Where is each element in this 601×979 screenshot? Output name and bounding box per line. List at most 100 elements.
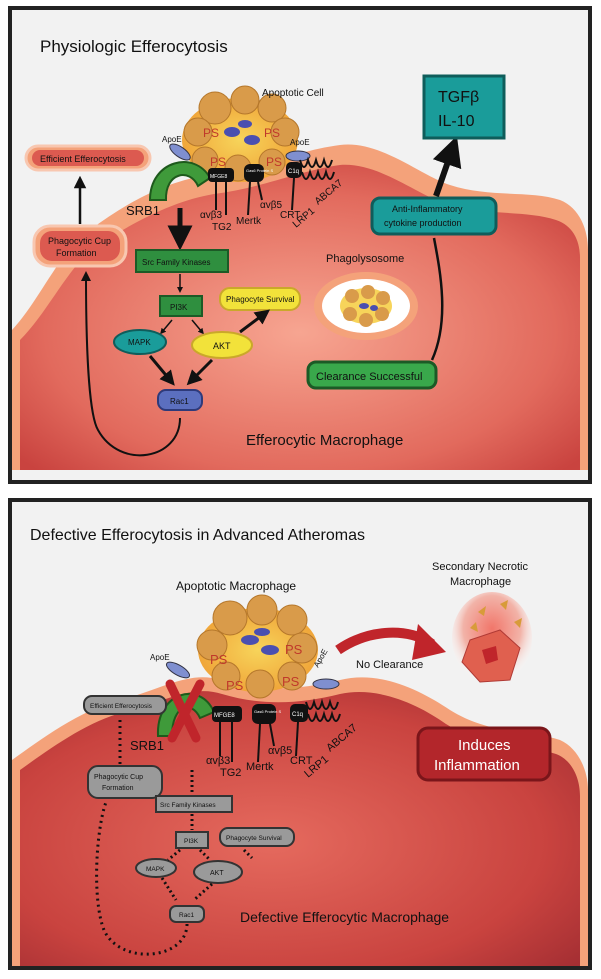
src-kinases-box [135, 249, 229, 273]
mapk-2-node [135, 858, 177, 878]
avb5-2-label: αvβ5 [268, 745, 292, 757]
tgfb-il10-box [422, 74, 506, 140]
ps2-label-3: PS [226, 678, 244, 693]
apoe2-left-shape [165, 661, 191, 679]
mfge8-2-label: MFGE8 [214, 713, 235, 719]
arrow-mapk-rac1 [148, 355, 175, 386]
clearance-successful-box [306, 360, 438, 390]
macrophage-label-1: Efferocytic Macrophage [246, 432, 403, 449]
panel1-title: Physiologic Efferocytosis [40, 37, 228, 56]
phagocyte-survival-2-box [219, 827, 295, 847]
efficient-efferocytosis-2-label: Efficient Efferocytosis [90, 703, 153, 710]
dotted-to-rac1 [160, 877, 213, 902]
avb3-2-label: αvβ3 [206, 755, 230, 767]
mertk-2-label: Mertk [246, 761, 274, 773]
il10-label: IL-10 [438, 113, 475, 130]
rac1-2-box [169, 905, 205, 923]
apoe-right-label: ApoE [290, 138, 310, 147]
tgfb-label: TGFβ [438, 89, 479, 106]
gas6-2-label: Gas6 Protein S [254, 709, 281, 714]
srb1-label: SRB1 [126, 203, 160, 218]
tg2-label: TG2 [212, 222, 232, 233]
pi3k-2-label: PI3K [184, 838, 199, 845]
efficient-efferocytosis-box [32, 150, 144, 166]
dotted-pi3k-branches [167, 848, 212, 862]
apoe-left-shape [169, 143, 191, 161]
phagocytic-cup-2-box [87, 765, 163, 799]
secondary-necrotic-line2: Macrophage [450, 576, 511, 588]
phagolysosome-label: Phagolysosome [326, 253, 404, 265]
srb1-2-label: SRB1 [130, 738, 164, 753]
mapk-label: MAPK [128, 338, 151, 347]
gas6-label: Gas6 Protein S [246, 168, 273, 173]
ps-label-4: PS [266, 155, 282, 169]
phagocytic-cup-2-line2: Formation [102, 785, 134, 792]
phagocytic-cup-line1: Phagocytic Cup [48, 236, 111, 246]
secondary-necrotic-line1: Secondary Necrotic [432, 561, 528, 573]
src-kinases-2-box [155, 795, 233, 813]
macrophage-label-2: Defective Efferocytic Macrophage [240, 909, 449, 925]
anti-inflammatory-line1: Anti-Inflammatory [392, 204, 463, 214]
receptor-group: MFGE8 Gas6 Protein S C1q [208, 156, 335, 216]
akt-label: AKT [213, 341, 231, 351]
arrow-akt-rac1 [186, 358, 214, 386]
mapk-node [113, 329, 167, 355]
tg2-2-label: TG2 [220, 767, 241, 779]
arrow-pi3k-mapk [160, 319, 173, 335]
rac1-box [157, 389, 203, 411]
c1q-2-label: C1q [292, 712, 303, 718]
necrotic-fragments [461, 600, 522, 683]
panel-physiologic: Physiologic Efferocytosis PS PS PS PS Ap… [8, 6, 592, 484]
ps-label-2: PS [264, 126, 280, 140]
panel-defective: Defective Efferocytosis in Advanced Athe… [8, 498, 592, 970]
receptor-group-2: MFGE8 Gas6 Protein S C1q [212, 698, 341, 763]
arrow-pi3k-akt [191, 319, 204, 335]
dotted-rac1-to-cup [95, 801, 189, 956]
akt-2-node [193, 860, 243, 884]
arrow-akt-survival [239, 309, 270, 334]
arrow-clearance-to-anti [430, 237, 444, 361]
akt-node [191, 331, 253, 359]
apoptotic-macrophage-label: Apoptotic Macrophage [176, 579, 296, 593]
arrow-rac1-to-cup [81, 271, 181, 457]
induces-line2: Inflammation [434, 757, 520, 774]
ps2-label-1: PS [210, 652, 228, 667]
ps-label-1: PS [203, 126, 219, 140]
rac1-2-label: Rac1 [179, 912, 195, 919]
apoe2-right-shape [312, 678, 340, 690]
mfge8-label: MFGE8 [210, 174, 227, 180]
avb5-label: αvβ5 [260, 200, 283, 211]
ps2-label-4: PS [282, 674, 300, 689]
panel2-title: Defective Efferocytosis in Advanced Athe… [30, 527, 365, 544]
apoptotic-macrophage-cell: PS PS PS PS [196, 594, 318, 699]
phagocytic-cup-2-line1: Phagocytic Cup [94, 774, 143, 781]
avb3-label: αvβ3 [200, 210, 223, 221]
no-clearance-arrow-head [412, 624, 446, 660]
akt-2-label: AKT [210, 870, 224, 877]
clearance-successful-label: Clearance Successful [316, 371, 422, 383]
mapk-2-label: MAPK [146, 866, 165, 873]
anti-inflammatory-line2: cytokine production [384, 218, 462, 228]
ps-label-3: PS [210, 155, 226, 169]
phagolysosome-content [340, 285, 392, 327]
dotted-survival [242, 848, 254, 860]
pi3k-2-box [175, 831, 209, 849]
apoe-left-label: ApoE [162, 135, 182, 144]
apoptotic-cell-label: Apoptotic Cell [262, 88, 324, 99]
apoe2-left-label: ApoE [150, 653, 170, 662]
pi3k-label: PI3K [170, 303, 188, 312]
apoptotic-cell: PS PS PS PS [182, 85, 300, 182]
ps2-label-2: PS [285, 642, 303, 657]
pi3k-box [159, 295, 203, 317]
phagocyte-survival-label: Phagocyte Survival [226, 295, 295, 304]
blocked-x-mark [165, 679, 205, 743]
c1q-label: C1q [288, 169, 299, 175]
phagocytic-cup-line2: Formation [56, 248, 97, 258]
phagocyte-survival-2-label: Phagocyte Survival [226, 835, 282, 842]
induces-inflammation-box [416, 726, 552, 782]
src-kinases-2-label: Src Family Kinases [160, 802, 216, 809]
rac1-label: Rac1 [170, 397, 189, 406]
phagocytic-cup-box [40, 231, 120, 261]
